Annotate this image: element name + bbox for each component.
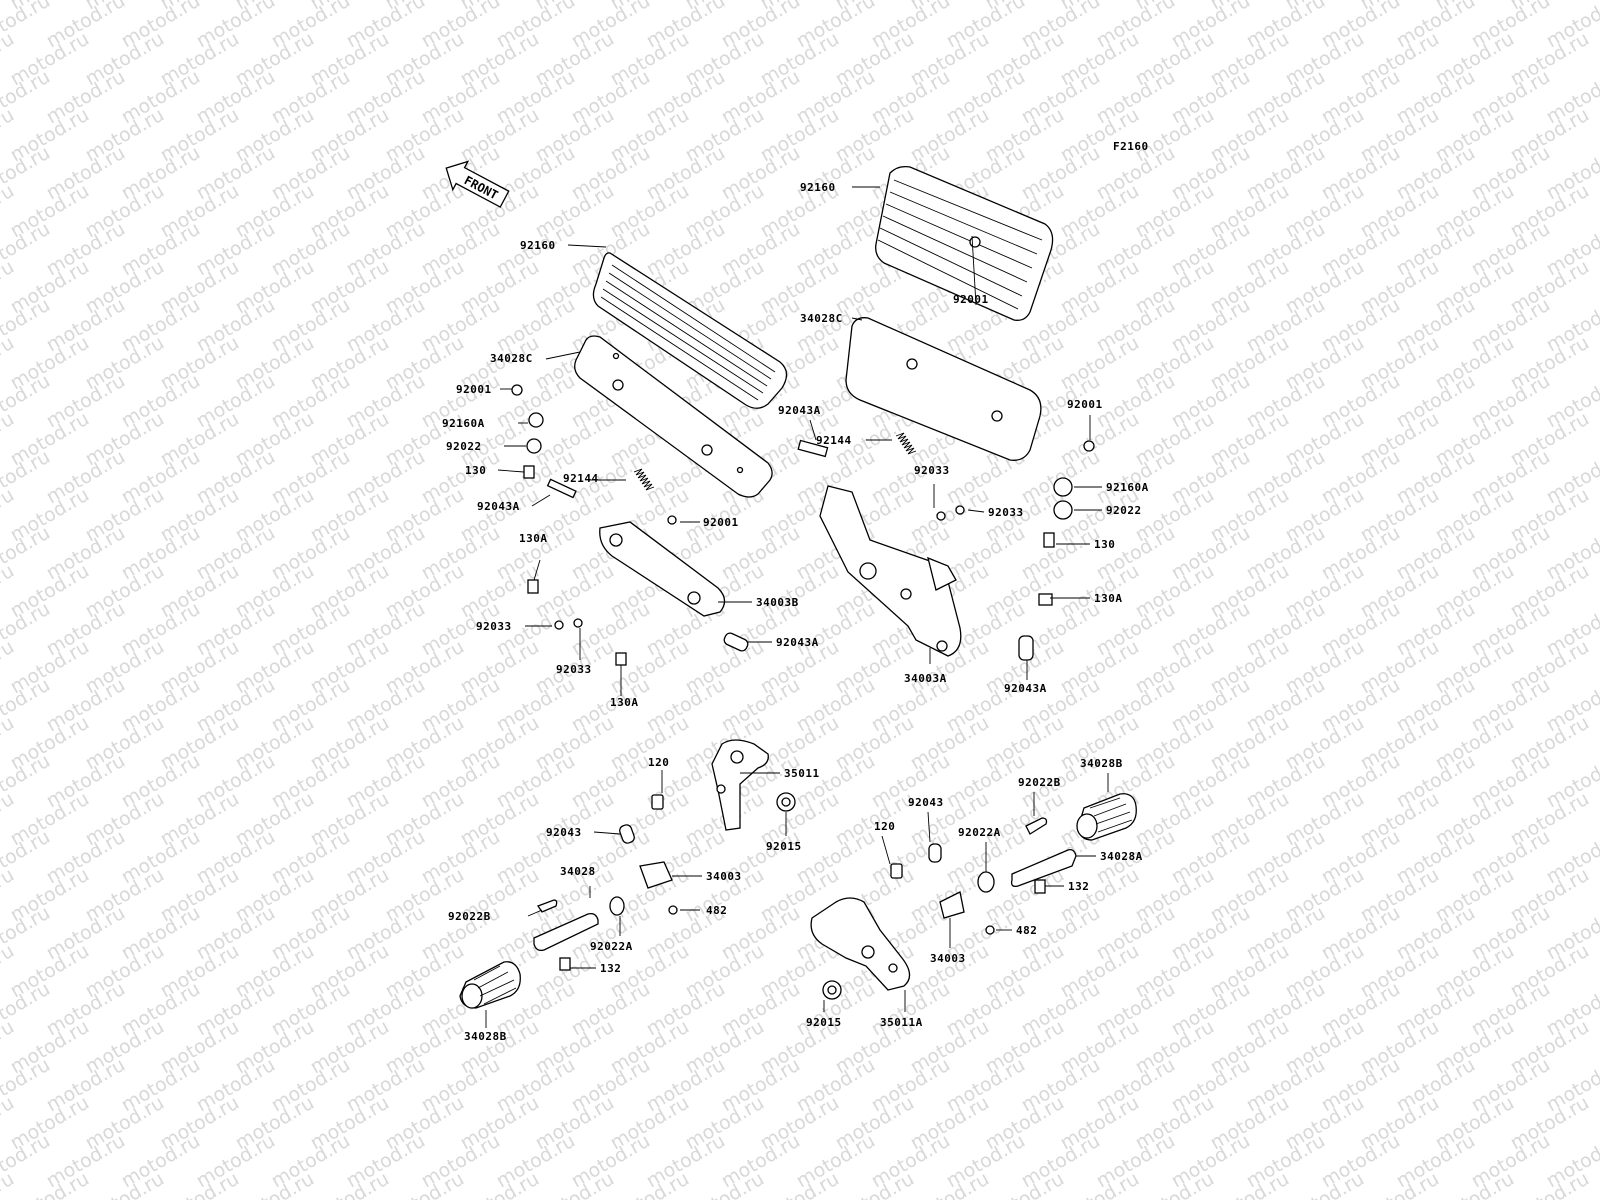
callout-92043a-right-a: 92043A xyxy=(778,404,821,417)
callout-92033-right-b: 92033 xyxy=(988,506,1024,519)
callout-92043a-right-b: 92043A xyxy=(1004,682,1047,695)
callout-35011: 35011 xyxy=(784,767,820,780)
callout-130a-left-b: 130A xyxy=(610,696,639,709)
callout-92015-bl: 92015 xyxy=(766,840,802,853)
callout-92022a-br: 92022A xyxy=(958,826,1001,839)
callout-35011a-br: 35011A xyxy=(880,1016,923,1029)
callout-92043-bl: 92043 xyxy=(546,826,582,839)
callout-92043a-left-b: 92043A xyxy=(776,636,819,649)
callout-130a-left-a: 130A xyxy=(519,532,548,545)
callout-92022a-bl: 92022A xyxy=(590,940,633,953)
watermark-text: motod.ru xyxy=(0,1168,18,1200)
callout-92160-left: 92160 xyxy=(520,239,556,252)
callout-34003-br: 34003 xyxy=(930,952,966,965)
callout-132-br: 132 xyxy=(1068,880,1089,893)
callout-34028c-right: 34028C xyxy=(800,312,843,325)
callout-34028b-br: 34028B xyxy=(1080,757,1123,770)
callout-132-bl: 132 xyxy=(600,962,621,975)
callout-92160-right: 92160 xyxy=(800,181,836,194)
callout-120-bl: 120 xyxy=(648,756,669,769)
callout-92160a-right: 92160A xyxy=(1106,481,1149,494)
callout-92043-br: 92043 xyxy=(908,796,944,809)
callout-92144-right: 92144 xyxy=(816,434,852,447)
callout-92001-left-a: 92001 xyxy=(456,383,492,396)
callout-34003a: 34003A xyxy=(904,672,947,685)
callout-92022b-bl: 92022B xyxy=(448,910,491,923)
callout-130-left: 130 xyxy=(465,464,486,477)
diagram-code: F2160 xyxy=(1113,140,1149,153)
callout-34003-bl: 34003 xyxy=(706,870,742,883)
callout-130-right: 130 xyxy=(1094,538,1115,551)
callout-92043a-left-a: 92043A xyxy=(477,500,520,513)
callout-92033-right-a: 92033 xyxy=(914,464,950,477)
callout-92033-left-b: 92033 xyxy=(556,663,592,676)
callout-482-br: 482 xyxy=(1016,924,1037,937)
callout-92001-right-b: 92001 xyxy=(1067,398,1103,411)
callout-34028-bl: 34028 xyxy=(560,865,596,878)
callout-92144-left: 92144 xyxy=(563,472,599,485)
callout-34003b: 34003B xyxy=(756,596,799,609)
callout-92001-left-b: 92001 xyxy=(703,516,739,529)
callout-92022-left: 92022 xyxy=(446,440,482,453)
callout-92001-right-a: 92001 xyxy=(953,293,989,306)
callout-92015-br: 92015 xyxy=(806,1016,842,1029)
callout-130a-right: 130A xyxy=(1094,592,1123,605)
callout-34028b-bl: 34028B xyxy=(464,1030,507,1043)
callout-92033-left-a: 92033 xyxy=(476,620,512,633)
callout-120-br: 120 xyxy=(874,820,895,833)
callout-92160a-left: 92160A xyxy=(442,417,485,430)
callout-92022b-br: 92022B xyxy=(1018,776,1061,789)
callout-34028a-br: 34028A xyxy=(1100,850,1143,863)
callout-482-bl: 482 xyxy=(706,904,727,917)
callout-34028c-left: 34028C xyxy=(490,352,533,365)
callout-92022-right: 92022 xyxy=(1106,504,1142,517)
